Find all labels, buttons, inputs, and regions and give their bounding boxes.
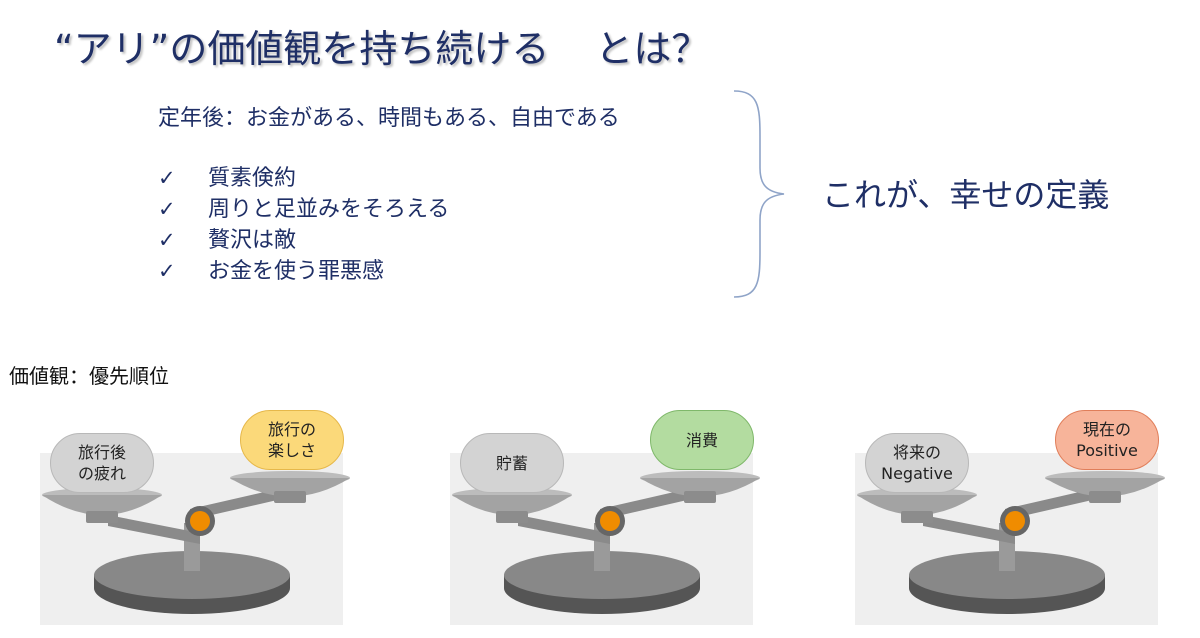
title-suffix: とは？ (595, 27, 710, 71)
conclusion-text: これが、幸せの定義 (822, 176, 1110, 214)
section-label: 価値観：優先順位 (9, 364, 169, 388)
scale-left-weight: 貯蓄 (460, 433, 564, 493)
scale-right-label: 現在の Positive (1076, 420, 1138, 460)
checklist-item-label: 質素倹約 (208, 166, 297, 191)
balance-scale-savings: 貯蓄 消費 (450, 405, 770, 627)
balance-scale-future: 将来の Negative 現在の Positive (855, 405, 1175, 627)
scale-left-weight: 将来の Negative (865, 433, 969, 493)
checkmark-icon: ✓ (158, 166, 176, 190)
premise-text: 定年後：お金がある、時間もある、自由である (158, 106, 620, 131)
checkmark-icon: ✓ (158, 259, 176, 283)
checkmark-icon: ✓ (158, 197, 176, 221)
scale-left-label: 貯蓄 (495, 453, 528, 473)
page-title: “アリ”の価値観を持ち続ける とは？ (54, 18, 709, 73)
checklist: ✓ 質素倹約 ✓ 周りと足並みをそろえる ✓ 贅沢は敵 ✓ お金を使う罪悪感 (158, 163, 449, 287)
scale-left-label: 旅行後 の疲れ (77, 443, 126, 483)
checklist-item: ✓ お金を使う罪悪感 (158, 256, 449, 287)
scale-right-weight: 旅行の 楽しさ (240, 410, 344, 470)
title-main: “アリ”の価値観を持ち続ける (54, 27, 550, 71)
checklist-item-label: 周りと足並みをそろえる (208, 197, 450, 222)
scale-right-weight: 現在の Positive (1055, 410, 1159, 470)
checklist-item: ✓ 贅沢は敵 (158, 225, 449, 256)
checklist-item-label: 贅沢は敵 (208, 228, 297, 253)
scale-left-label: 将来の Negative (881, 443, 953, 483)
scale-right-weight: 消費 (650, 410, 754, 470)
balance-scale-travel: 旅行後 の疲れ 旅行の 楽しさ (40, 405, 360, 627)
checklist-item-label: お金を使う罪悪感 (208, 259, 385, 284)
scale-right-label: 消費 (685, 430, 718, 450)
checkmark-icon: ✓ (158, 228, 176, 252)
checklist-item: ✓ 質素倹約 (158, 163, 449, 194)
right-brace-icon (733, 90, 785, 298)
scale-right-label: 旅行の 楽しさ (267, 420, 316, 460)
scale-left-weight: 旅行後 の疲れ (50, 433, 154, 493)
balance-scale-icon (450, 453, 760, 625)
balance-scale-icon (855, 453, 1165, 625)
checklist-item: ✓ 周りと足並みをそろえる (158, 194, 449, 225)
